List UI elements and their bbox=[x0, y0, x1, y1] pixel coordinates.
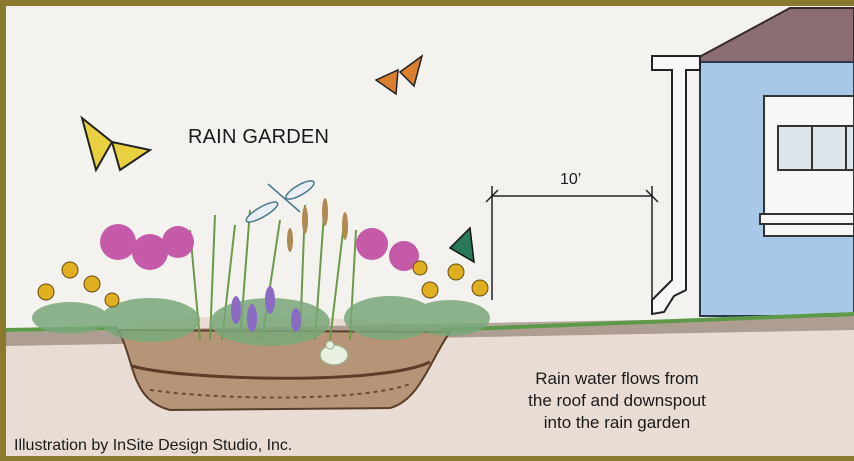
caption-line: the roof and downspout bbox=[492, 390, 742, 412]
illustration-title: RAIN GARDEN bbox=[188, 126, 329, 149]
flow-caption: Rain water flows from the roof and downs… bbox=[492, 368, 742, 434]
caption-line: Rain water flows from bbox=[492, 368, 742, 390]
dimension-label: 10’ bbox=[560, 171, 581, 189]
caption-line: into the rain garden bbox=[492, 412, 742, 434]
illustration-credit: Illustration by InSite Design Studio, In… bbox=[14, 437, 292, 455]
house bbox=[690, 8, 854, 316]
